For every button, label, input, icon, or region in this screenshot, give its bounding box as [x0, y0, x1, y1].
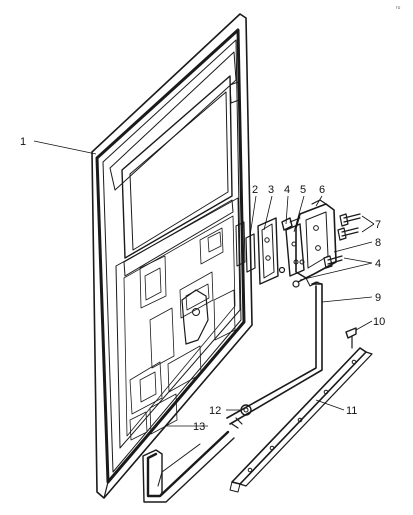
callout-13: 13 [193, 421, 205, 433]
seal-strip-lower [142, 430, 235, 503]
mounting-rail [229, 347, 373, 493]
callout-11: 11 [346, 405, 357, 417]
corner-mark: ru [396, 5, 401, 11]
callout-7: 7 [375, 219, 381, 231]
screw-single [345, 327, 357, 349]
hinge-bracket [295, 199, 337, 287]
callout-12: 12 [209, 405, 221, 417]
callout-6: 6 [319, 184, 325, 196]
hinge-plate-small [257, 217, 279, 285]
callout-2: 2 [252, 184, 258, 196]
hinge-plate-mid [285, 223, 305, 277]
callout-1: 1 [20, 136, 26, 148]
callout-labels: 1 2 3 4 5 6 7 8 4 9 10 11 12 13 [20, 136, 385, 433]
callout-10: 10 [373, 316, 385, 328]
callout-9: 9 [375, 292, 381, 304]
door-panel [91, 13, 253, 499]
hinge-spacer [245, 233, 256, 273]
callout-4-upper: 4 [284, 184, 290, 196]
callout-8: 8 [375, 237, 381, 249]
callout-5: 5 [300, 184, 306, 196]
leader-lines [33, 140, 375, 427]
seal-strip-upper [226, 281, 323, 425]
callout-3: 3 [268, 184, 274, 196]
connector-nut [231, 404, 252, 429]
callout-4-lower: 4 [375, 258, 381, 270]
bolt-set [337, 213, 361, 241]
